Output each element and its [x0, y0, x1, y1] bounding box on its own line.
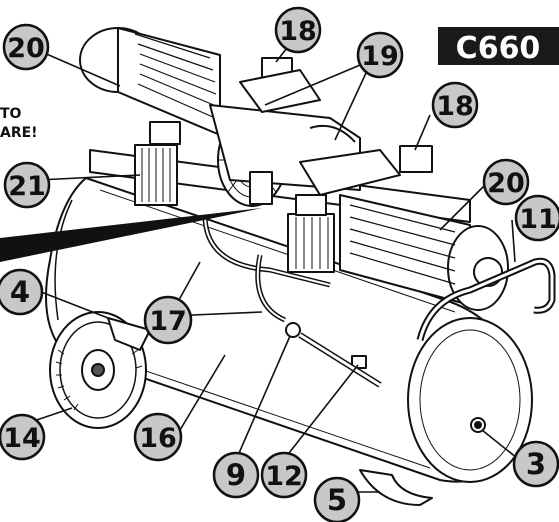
leader-lines — [21, 43, 523, 493]
callout-number: 17 — [149, 306, 187, 337]
callout-number: 4 — [10, 275, 30, 309]
callout-circle — [514, 194, 559, 242]
callout-number: 19 — [361, 41, 399, 72]
callout-circle — [0, 413, 46, 461]
callout-number: 9 — [226, 458, 246, 492]
callout-16: 16 — [133, 412, 183, 462]
pointer-wedge — [0, 208, 262, 262]
callout-circle — [356, 31, 404, 79]
check-valve — [285, 322, 301, 338]
foot — [359, 469, 433, 506]
model-badge-text: C660 — [456, 31, 541, 66]
cylinder-head-right — [287, 194, 335, 273]
callout-circle — [0, 268, 44, 316]
pressure-switch — [249, 171, 273, 205]
cylinder-cap-right — [399, 145, 433, 173]
warning-line-1: TO — [0, 106, 22, 122]
compressor-drawing — [45, 27, 556, 506]
head-block-left — [239, 69, 321, 113]
callout-circle — [431, 81, 479, 129]
callout-labels: 20 18 19 18 21 20 11 4 17 14 16 9 12 3 5 — [0, 6, 559, 522]
callout-number: 18 — [279, 16, 317, 47]
callout-number: 20 — [7, 33, 45, 64]
warning-line-2: ARE! — [0, 125, 38, 141]
warning-text: TO ARE! — [0, 106, 38, 141]
callout-number: 12 — [265, 461, 303, 492]
callout-4: 4 — [0, 268, 44, 316]
callout-circle — [143, 295, 193, 345]
callout-circle — [2, 23, 50, 71]
callout-18: 18 — [431, 81, 479, 129]
callout-number: 20 — [487, 168, 525, 199]
callout-number: 3 — [526, 447, 546, 481]
cylinder-head-left — [134, 121, 181, 206]
tank-end-cap — [407, 317, 533, 483]
callout-5: 5 — [313, 476, 361, 522]
callout-number: 18 — [436, 91, 474, 122]
callout-20: 20 — [482, 158, 530, 206]
callout-number: 21 — [8, 171, 46, 202]
callout-17: 17 — [143, 295, 193, 345]
callout-circle — [212, 451, 260, 499]
callout-number: 14 — [3, 423, 41, 454]
callout-circle — [3, 161, 51, 209]
callout-circle — [482, 158, 530, 206]
callout-circle — [274, 6, 322, 54]
callout-20: 20 — [2, 23, 50, 71]
callout-21: 21 — [3, 161, 51, 209]
callout-circle — [133, 412, 183, 462]
callout-3: 3 — [512, 440, 559, 488]
callout-19: 19 — [356, 31, 404, 79]
callout-number: 5 — [327, 483, 347, 517]
callout-11: 11 — [514, 194, 559, 242]
fitting — [351, 355, 367, 369]
head-block-right — [299, 149, 401, 196]
callout-circle — [512, 440, 559, 488]
callout-9: 9 — [212, 451, 260, 499]
motor-left — [79, 27, 221, 136]
model-badge: C660 — [438, 27, 559, 66]
callout-circle — [260, 451, 308, 499]
wheel-bracket — [107, 317, 151, 351]
callout-number: 16 — [139, 423, 177, 454]
callout-14: 14 — [0, 413, 46, 461]
callout-12: 12 — [260, 451, 308, 499]
model-badge-bg — [438, 27, 559, 65]
callout-circle — [313, 476, 361, 522]
callout-18: 18 — [274, 6, 322, 54]
callout-number: 11 — [519, 204, 557, 235]
